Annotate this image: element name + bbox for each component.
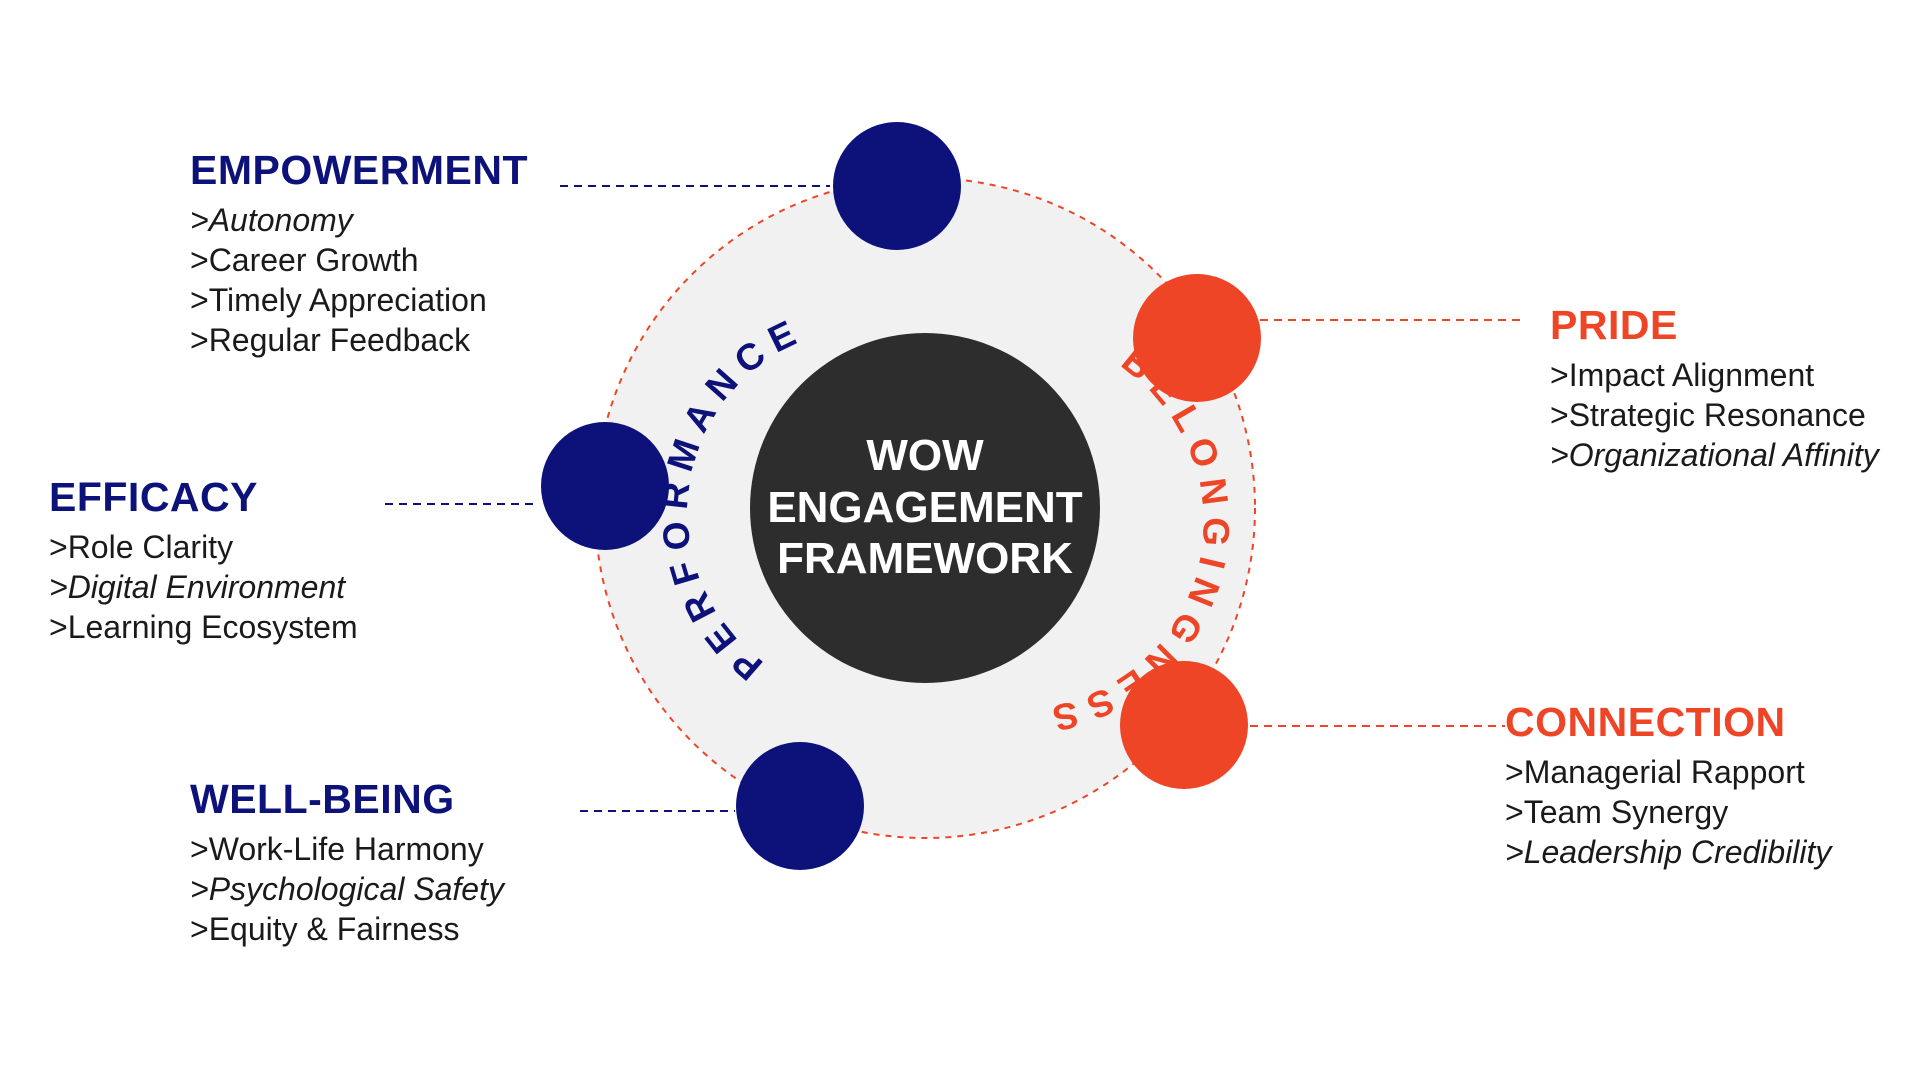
pillar-title-pride: PRIDE <box>1550 302 1678 348</box>
pillar-item: >Strategic Resonance <box>1550 397 1866 433</box>
pillar-title-connection: CONNECTION <box>1505 699 1786 745</box>
pillar-efficacy: EFFICACY >Role Clarity >Digital Environm… <box>49 471 358 647</box>
pillar-item: >Autonomy <box>190 202 353 238</box>
hub-line-2: ENGAGEMENT <box>767 483 1082 532</box>
node-pride <box>1133 274 1261 402</box>
node-well-being <box>736 742 864 870</box>
pillar-item: >Career Growth <box>190 242 419 278</box>
pillar-title-efficacy: EFFICACY <box>49 474 258 520</box>
node-efficacy <box>541 422 669 550</box>
pillar-item: >Role Clarity <box>49 529 234 565</box>
pillar-well-being: WELL-BEING >Work-Life Harmony >Psycholog… <box>190 773 504 949</box>
pillar-empowerment: EMPOWERMENT >Autonomy >Career Growth >Ti… <box>190 144 528 360</box>
pillar-item: >Psychological Safety <box>190 871 504 907</box>
pillar-item: >Timely Appreciation <box>190 282 487 318</box>
pillar-item: >Regular Feedback <box>190 322 471 358</box>
hub-line-3: FRAMEWORK <box>777 534 1073 583</box>
pillar-item: >Digital Environment <box>49 569 346 605</box>
pillar-item: >Impact Alignment <box>1550 357 1815 393</box>
pillar-item: >Leadership Credibility <box>1505 834 1832 870</box>
pillar-item: >Organizational Affinity <box>1550 437 1879 473</box>
pillar-title-empowerment: EMPOWERMENT <box>190 147 529 193</box>
pillar-item: >Equity & Fairness <box>190 911 460 947</box>
pillar-pride: PRIDE >Impact Alignment >Strategic Reson… <box>1550 299 1879 475</box>
node-empowerment <box>833 122 961 250</box>
pillar-item: >Team Synergy <box>1505 794 1729 830</box>
pillar-connection: CONNECTION >Managerial Rapport >Team Syn… <box>1505 696 1831 872</box>
hub-line-1: WOW <box>866 431 984 480</box>
pillar-title-well-being: WELL-BEING <box>190 776 455 822</box>
pillar-item: >Learning Ecosystem <box>49 609 358 645</box>
hub-circle <box>750 333 1100 683</box>
pillar-item: >Managerial Rapport <box>1505 754 1805 790</box>
node-connection <box>1120 661 1248 789</box>
pillar-item: >Work-Life Harmony <box>190 831 484 867</box>
